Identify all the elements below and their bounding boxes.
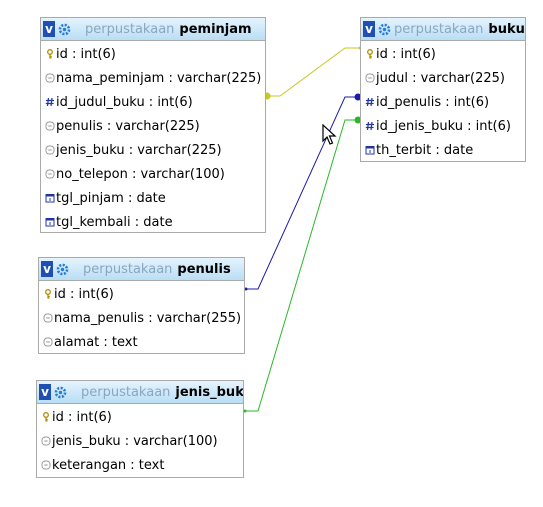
column-label: tgl_kembali : date <box>56 214 173 230</box>
column-row[interactable]: tgl_pinjam : date <box>41 186 265 210</box>
column-row[interactable]: alamat : text <box>39 330 244 354</box>
column-label: judul : varchar(225) <box>376 70 505 86</box>
column-label: id_jenis_buku : int(6) <box>376 118 511 134</box>
table-name[interactable]: buku <box>488 21 525 37</box>
mouse-cursor-icon <box>322 124 337 145</box>
primary-key-icon <box>39 289 54 299</box>
column-label: keterangan : text <box>52 457 165 473</box>
text-field-icon <box>37 460 52 470</box>
text-field-icon <box>41 145 56 155</box>
table-penulis[interactable]: v perpustakaan penulis id : int(6) nama_p… <box>38 257 245 354</box>
column-list: id : int(6) jenis_buku : varchar(100) kete… <box>37 404 243 477</box>
column-row[interactable]: id : int(6) <box>39 282 244 306</box>
database-name: perpustakaan <box>83 261 173 277</box>
column-row[interactable]: jenis_buku : varchar(100) <box>37 429 243 453</box>
primary-key-icon <box>41 49 56 59</box>
gear-icon[interactable] <box>56 263 69 276</box>
column-label: id_judul_buku : int(6) <box>56 94 193 110</box>
primary-key-icon <box>361 49 376 59</box>
database-name: perpustakaan <box>394 21 484 37</box>
column-row[interactable]: id : int(6) <box>361 42 525 66</box>
view-toggle-icon[interactable]: v <box>43 21 55 37</box>
gear-icon[interactable] <box>378 23 391 36</box>
column-row[interactable]: id_jenis_buku : int(6) <box>361 114 525 138</box>
table-header-peminjam[interactable]: v perpustakaan peminjam <box>41 18 265 41</box>
date-field-icon <box>41 217 56 227</box>
column-row[interactable]: id : int(6) <box>41 42 265 66</box>
column-label: tgl_pinjam : date <box>56 190 166 206</box>
column-row[interactable]: id : int(6) <box>37 405 243 429</box>
column-row[interactable]: tgl_kembali : date <box>41 210 265 234</box>
text-field-icon <box>41 169 56 179</box>
column-label: no_telepon : varchar(100) <box>56 166 225 182</box>
table-header-jenis-buku[interactable]: v perpustakaan jenis_buku <box>37 381 243 404</box>
view-toggle-icon[interactable]: v <box>41 261 53 277</box>
view-toggle-icon[interactable]: v <box>39 384 51 400</box>
relation-peminjam-buku <box>266 47 360 97</box>
column-label: penulis : varchar(225) <box>56 118 200 134</box>
table-header-penulis[interactable]: v perpustakaan penulis <box>39 258 244 281</box>
table-name[interactable]: jenis_buku <box>175 384 243 400</box>
column-label: th_terbit : date <box>376 142 474 158</box>
column-row[interactable]: no_telepon : varchar(100) <box>41 162 265 186</box>
column-row[interactable]: jenis_buku : varchar(225) <box>41 138 265 162</box>
text-field-icon <box>39 313 54 323</box>
column-row[interactable]: nama_penulis : varchar(255) <box>39 306 244 330</box>
number-field-icon <box>361 121 376 131</box>
text-field-icon <box>361 73 376 83</box>
column-label: jenis_buku : varchar(225) <box>56 142 222 158</box>
table-jenis-buku[interactable]: v perpustakaan jenis_buku id : int(6) jen… <box>36 380 244 478</box>
column-row[interactable]: id_judul_buku : int(6) <box>41 90 265 114</box>
column-label: id_penulis : int(6) <box>376 94 490 110</box>
table-peminjam[interactable]: v perpustakaan peminjam id : int(6) nama_… <box>40 17 266 233</box>
table-name[interactable]: peminjam <box>179 21 252 37</box>
column-label: id : int(6) <box>52 409 112 425</box>
column-list: id : int(6) judul : varchar(225) id_penuli… <box>361 41 525 162</box>
date-field-icon <box>361 145 376 155</box>
database-name: perpustakaan <box>85 21 175 37</box>
table-buku[interactable]: v perpustakaan buku id : int(6) judul : v… <box>360 17 526 162</box>
text-field-icon <box>39 337 54 347</box>
text-field-icon <box>37 436 52 446</box>
column-row[interactable]: keterangan : text <box>37 453 243 477</box>
column-label: nama_penulis : varchar(255) <box>54 310 242 326</box>
gear-icon[interactable] <box>58 23 71 36</box>
column-label: id : int(6) <box>54 286 114 302</box>
column-row[interactable]: nama_peminjam : varchar(225) <box>41 66 265 90</box>
table-name[interactable]: penulis <box>177 261 231 277</box>
column-label: jenis_buku : varchar(100) <box>52 433 218 449</box>
text-field-icon <box>41 73 56 83</box>
number-field-icon <box>361 97 376 107</box>
column-label: id : int(6) <box>376 46 436 62</box>
column-row[interactable]: id_penulis : int(6) <box>361 90 525 114</box>
column-label: nama_peminjam : varchar(225) <box>56 70 262 86</box>
column-list: id : int(6) nama_penulis : varchar(255) al… <box>39 281 244 354</box>
number-field-icon <box>41 97 56 107</box>
column-label: id : int(6) <box>56 46 116 62</box>
gear-icon[interactable] <box>54 386 67 399</box>
column-row[interactable]: penulis : varchar(225) <box>41 114 265 138</box>
table-header-buku[interactable]: v perpustakaan buku <box>361 18 525 41</box>
column-row[interactable]: th_terbit : date <box>361 138 525 162</box>
text-field-icon <box>41 121 56 131</box>
database-name: perpustakaan <box>81 384 171 400</box>
column-list: id : int(6) nama_peminjam : varchar(225) i… <box>41 41 265 234</box>
primary-key-icon <box>37 412 52 422</box>
column-label: alamat : text <box>54 334 138 350</box>
view-toggle-icon[interactable]: v <box>363 21 375 37</box>
date-field-icon <box>41 193 56 203</box>
column-row[interactable]: judul : varchar(225) <box>361 66 525 90</box>
